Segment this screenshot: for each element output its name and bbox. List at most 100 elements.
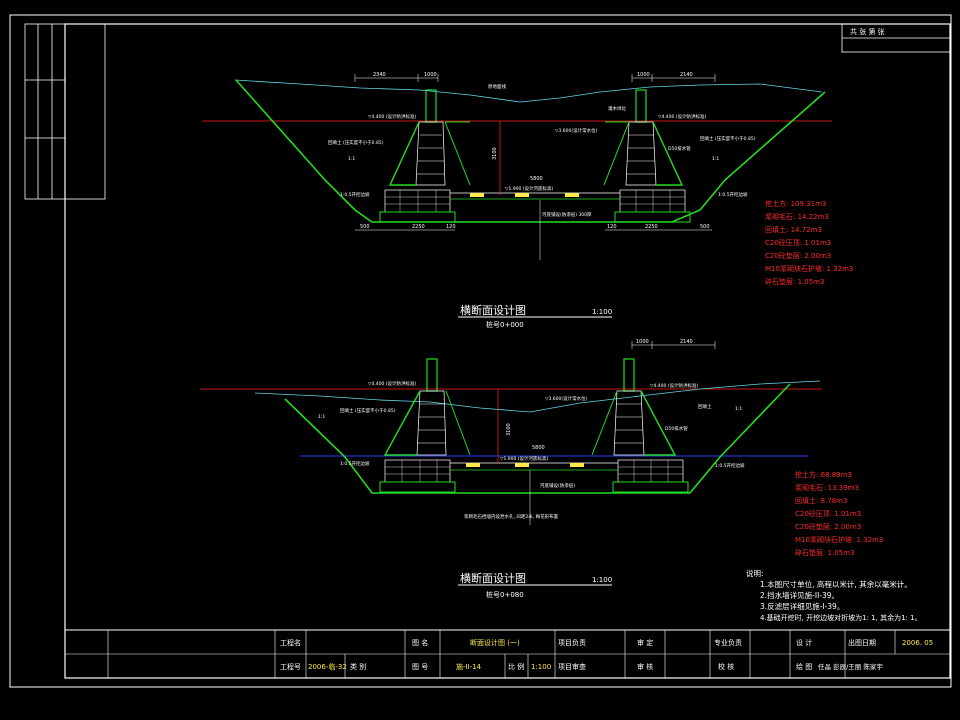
cross-section-2: 1000 2140 5800 3100 ▽4.400 (设计防洪标准) ▽4.4… [200, 339, 883, 599]
quantities-1: 挖土方: 109.31m3 浆砌毛石: 14.22m3 回填土: 14.72m3… [765, 199, 853, 286]
left-retaining-wall [379, 89, 471, 223]
label-ground-1: 原地面线 [488, 83, 506, 90]
section-1-scale: 1:100 [592, 308, 612, 316]
tb-check-label: 审 核 [637, 662, 653, 671]
excavation-outline [235, 79, 826, 223]
left-retaining-wall-2 [379, 358, 471, 493]
label-note-small-2: 浆砌毛石挡墙内设泄水孔, 间距2米, 梅花形布置 [464, 513, 559, 520]
label-drain-2: D50排水管 [665, 425, 688, 432]
tb-project-name-label: 工程名 [280, 638, 301, 647]
section-2-scale: 1:100 [592, 576, 612, 584]
dim-top-right-2: 2140 [680, 72, 693, 78]
quantity-1-5: M10浆砌块石护坡: 1.32m3 [765, 264, 853, 273]
label-bedding-2: 河底铺设(防渗层) [540, 482, 575, 489]
quantity-2-0: 挖土方: 68.89m3 [795, 470, 852, 479]
label-backfill-right-2: 回填土 [698, 403, 712, 410]
label-excav-left-2: 1:0.5开挖边坡 [340, 460, 370, 467]
tb-draw-label: 绘 图 [796, 662, 812, 671]
label-excav-right-1: 1:0.5开挖边坡 [718, 191, 748, 198]
dimension-top-right-2 [631, 341, 716, 349]
tb-date-label: 出图日期 [848, 638, 876, 647]
label-slope-left-2: 1:1 [318, 414, 325, 420]
tb-names: 任晶 彭辰/王丽 陈家宇 [818, 662, 883, 671]
label-plant-1: 灌木绿化 [608, 105, 626, 112]
tb-spec-lead-label: 专业负责 [714, 638, 742, 647]
tb-drawing-name-value: 断面设计图 (一) [470, 638, 520, 647]
tb-design-label: 设 计 [796, 638, 812, 647]
quantity-1-2: 回填土: 14.72m3 [765, 225, 822, 234]
dim-height-1: 3100 [492, 147, 498, 160]
dimension-top-right [631, 74, 716, 82]
notes-heading: 说明: [746, 568, 764, 578]
dim-bottom-left-2: 2250 [412, 224, 425, 230]
note-4: 4.基础开挖时, 开挖边坡对折坡为1: 1, 其余为1: 1。 [760, 613, 922, 622]
dim-span-2: 5800 [532, 445, 545, 451]
bed-hatch-markers [470, 193, 579, 197]
tb-project-no-label: 工程号 [280, 662, 301, 671]
label-wl-left-1: ▽4.400 (设计防洪标准) [368, 113, 417, 120]
dim-height-2: 3100 [506, 423, 512, 436]
bed-hatch-markers-2 [466, 463, 584, 467]
tb-date-value: 2006. 05 [902, 639, 933, 647]
quantity-2-2: 回填土: 8.78m3 [795, 496, 847, 505]
label-center-wl-2: ▽3.600(设计常水位) [545, 395, 588, 402]
tb-scale-value: 1:100 [531, 663, 551, 671]
tb-proj-review-label: 项目审查 [558, 662, 586, 671]
tb-category-label: 类 别 [350, 662, 366, 671]
section-2-station: 桩号0+080 [486, 590, 524, 599]
right-retaining-wall [603, 89, 691, 223]
dim-span-1: 5800 [530, 176, 543, 182]
dim-top-left-2: 1000 [424, 72, 437, 78]
dim-2-top-right-2: 2140 [680, 339, 693, 345]
dim-bottom-left-1: 500 [360, 224, 370, 230]
right-retaining-wall-2 [591, 358, 689, 493]
tb-drawing-name-label: 图 名 [412, 638, 428, 647]
tb-approve-label: 审 定 [637, 638, 653, 647]
quantity-1-3: C20砼压顶: 1.01m3 [765, 238, 831, 247]
label-backfill-left-2: 回填土 (压实度不小于0.85) [340, 407, 396, 414]
quantity-2-1: 浆砌毛石: 13.39m3 [795, 483, 859, 492]
label-bedding-1: 河底铺设(防渗层) 300厚 [542, 211, 592, 218]
label-slope-left-1: 1:1 [348, 156, 355, 162]
section-2-title: 横断面设计图 [460, 571, 526, 585]
dim-top-right-1: 1000 [637, 72, 650, 78]
sheet-count-box: 共 张 第 张 [841, 23, 951, 53]
dim-2-top-right-1: 1000 [636, 339, 649, 345]
title-block: 工程名 工程号 2006-临-32 类 别 图 名 断面设计图 (一) 图 号 … [64, 629, 951, 679]
sheet-count-text: 共 张 第 张 [850, 27, 885, 36]
quantities-2: 挖土方: 68.89m3 浆砌毛石: 13.39m3 回填土: 8.78m3 C… [795, 470, 883, 557]
note-2: 2.挡水墙详见施-II-39。 [760, 590, 839, 600]
section-1-title: 横断面设计图 [460, 303, 526, 317]
dim-bottom-right-1: 120 [607, 224, 617, 230]
label-center-wl-1: ▽3.600(设计常水位) [555, 127, 598, 134]
section-1-station: 桩号0+000 [486, 320, 524, 329]
label-slope-right-1: 1:1 [712, 156, 719, 162]
tb-proj-lead-label: 项目负责 [558, 638, 586, 647]
quantity-1-0: 挖土方: 109.31m3 [765, 199, 826, 208]
label-backfill-right-1: 回填土 (压实度不小于0.85) [700, 135, 756, 142]
quantity-2-3: C20砼压顶: 1.01m3 [795, 509, 861, 518]
tb-proofread-label: 校 核 [718, 662, 734, 671]
label-drain-1: D50排水管 [668, 145, 691, 152]
note-3: 3.反滤层详细见施-I-39。 [760, 601, 844, 611]
ground-line-2 [254, 380, 821, 413]
dim-top-left-1: 2340 [373, 72, 386, 78]
quantity-1-1: 浆砌毛石: 14.22m3 [765, 212, 829, 221]
label-backfill-left-1: 回填土 (压实度不小于0.85) [328, 139, 384, 146]
outer-frame [9, 14, 952, 688]
quantity-2-4: C20砼垫层: 2.00m3 [795, 522, 861, 531]
tb-drawing-no-value: 施-II-14 [456, 662, 482, 671]
label-wl-right-1: ▽4.400 (设计防洪标准) [658, 113, 707, 120]
label-bed-2: ▽1.900 (设计河底标高) [500, 455, 549, 462]
note-1: 1.本图尺寸单位, 高程以米计, 其余以毫米计。 [760, 579, 912, 589]
dim-bottom-right-2: 2250 [645, 224, 658, 230]
tb-drawing-no-label: 图 号 [412, 663, 428, 671]
quantity-2-6: 碎石垫层: 1.05m3 [795, 548, 854, 557]
label-bed-1: ▽1.900 (设计河底标高) [505, 185, 554, 192]
dim-bottom-left-3: 120 [446, 224, 456, 230]
design-notes: 说明: 1.本图尺寸单位, 高程以米计, 其余以毫米计。 2.挡水墙详见施-II… [746, 568, 922, 622]
label-excav-left-1: 1:0.5开挖边坡 [340, 191, 370, 198]
tb-scale-label: 比 例 [508, 662, 524, 671]
binding-strip [24, 23, 106, 200]
